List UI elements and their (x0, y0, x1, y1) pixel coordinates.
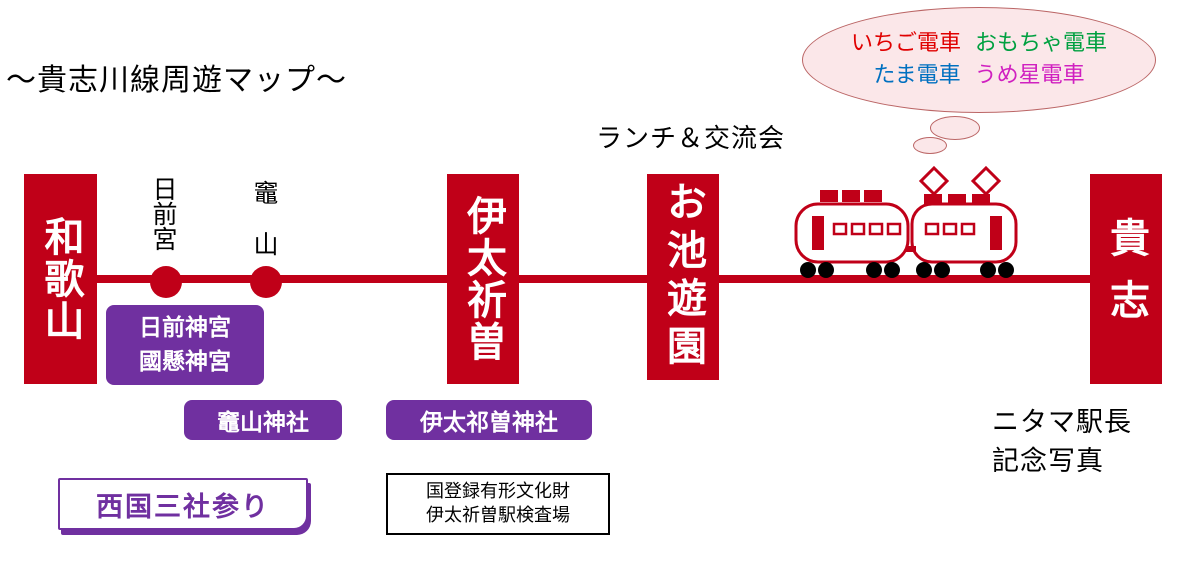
station-oike-yuen: お池遊園 (647, 174, 719, 380)
station-kishi: 貴志 (1090, 174, 1162, 384)
train-name-tama: たま電車 (873, 63, 961, 88)
bubble-puff-small (913, 137, 947, 154)
nitama-line-1: ニタマ駅長 (992, 407, 1132, 438)
train-names-row-2: たま電車うめ星電車 (873, 60, 1084, 92)
heritage-line-1: 国登録有形文化財 (426, 480, 570, 502)
stop-label-hinokuma: 日前宮 (149, 176, 178, 251)
station-wakayama: 和歌山 (24, 174, 97, 384)
heritage-note: 国登録有形文化財 伊太祈曽駅検査場 (386, 473, 610, 535)
train-name-ichigo: いちご電車 (850, 31, 961, 57)
rail-line (80, 275, 1110, 283)
nitama-photo-note: ニタマ駅長 記念写真 (992, 403, 1132, 481)
train-name-omocha: おもちゃ電車 (975, 31, 1108, 57)
bubble-puff-large (930, 116, 980, 140)
station-itakiso: 伊太祈曽 (447, 174, 519, 384)
train-icon (794, 165, 1018, 278)
page-title: ～貴志川線周遊マップ～ (6, 63, 347, 98)
stop-marker-hinokuma (150, 266, 182, 298)
nitama-line-2: 記念写真 (992, 446, 1104, 478)
thought-bubble-icon: いちご電車おもちゃ電車 たま電車うめ星電車 (802, 7, 1156, 113)
pilgrimage-label: 西国三社参り (58, 478, 308, 530)
stop-marker-kamayama (250, 266, 282, 298)
train-names-row-1: いちご電車おもちゃ電車 (851, 28, 1107, 60)
heritage-line-2: 伊太祈曽駅検査場 (426, 505, 570, 526)
lunch-event-label: ランチ＆交流会 (596, 124, 786, 154)
shrine-kunikakasu-jingu: 國懸神宮 (139, 349, 231, 375)
stop-label-kamayama: 竈山 (250, 180, 279, 282)
shrine-hinokuma-jingu: 日前神宮 (139, 314, 231, 341)
shrine-badge-hinokuma: 日前神宮 國懸神宮 (106, 305, 264, 385)
shrine-badge-kamayama: 竈山神社 (184, 400, 342, 440)
train-name-umeboshi: うめ星電車 (974, 63, 1085, 88)
shrine-badge-itakiso: 伊太祁曽神社 (386, 400, 592, 440)
